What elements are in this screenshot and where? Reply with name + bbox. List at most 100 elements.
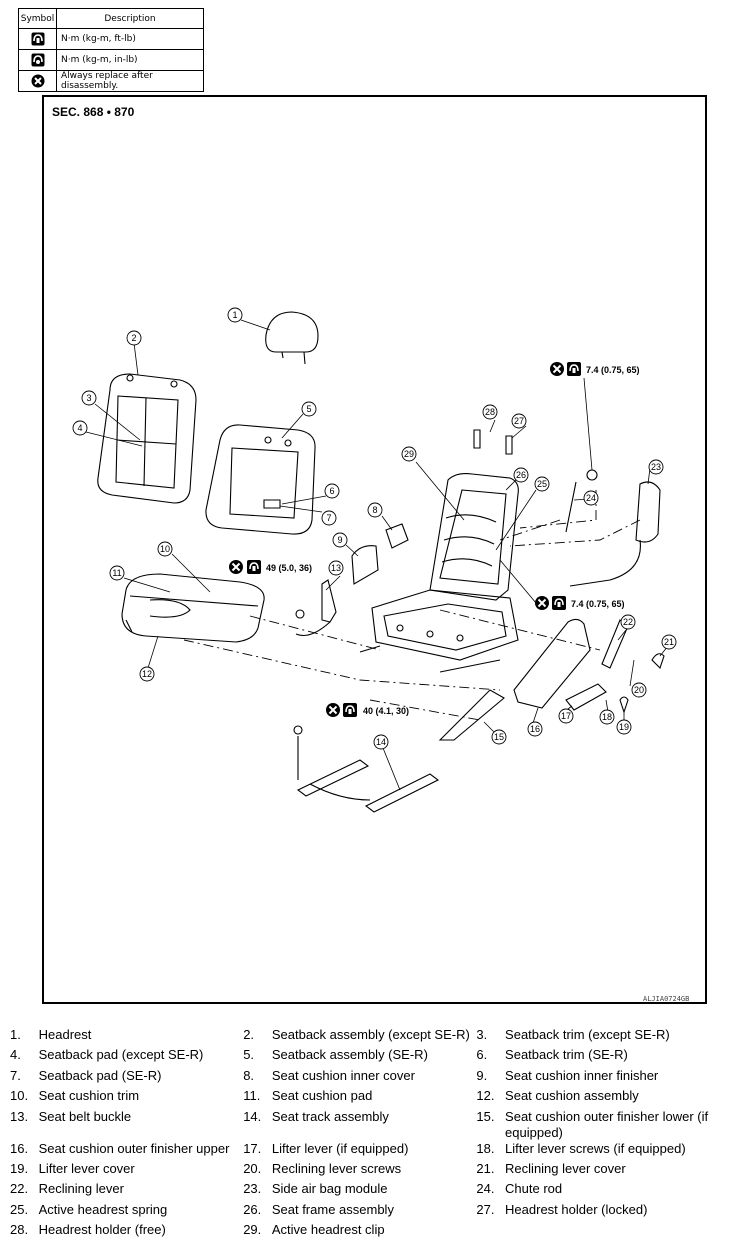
part-number: 19.: [10, 1160, 29, 1176]
part-name: Active headrest spring: [38, 1201, 168, 1217]
callout-number: 28: [485, 407, 495, 417]
part-name: Seat cushion inner cover: [271, 1067, 415, 1083]
part-name: Active headrest clip: [271, 1222, 385, 1238]
callout-3: 3: [81, 390, 97, 406]
part-number: 3.: [476, 1027, 488, 1042]
part-number: 24.: [476, 1181, 495, 1197]
part-number: 11.: [243, 1088, 261, 1104]
legend-desc-replace: Always replace after disassembly.: [56, 70, 204, 92]
part-name: Seatback assembly (except SE-R): [271, 1027, 470, 1042]
callout-number: 24: [586, 493, 596, 503]
callout-number: 27: [514, 416, 524, 426]
callout-number: 6: [329, 486, 334, 496]
callout-24: 24: [583, 490, 599, 506]
callout-number: 12: [142, 669, 152, 679]
side-airbag-shape: [635, 481, 661, 543]
part-name: Seat cushion outer finisher lower (if eq…: [505, 1108, 709, 1140]
part-number: 5.: [243, 1047, 255, 1063]
seat-cushion-shape: [121, 573, 265, 643]
parts-row: 28.Headrest holder (free)29.Active headr…: [10, 1222, 725, 1242]
callout-22: 22: [620, 614, 636, 630]
part-number: 6.: [476, 1047, 488, 1063]
part-name: Reclining lever: [38, 1181, 124, 1197]
part-number: 27.: [476, 1201, 495, 1217]
callout-15: 15: [491, 729, 507, 745]
outer-finisher-upper-shape: [513, 618, 591, 709]
callout-number: 15: [494, 732, 504, 742]
callout-18: 18: [599, 709, 615, 725]
callout-1: 1: [227, 307, 243, 323]
callout-number: 3: [86, 393, 91, 403]
torque-marker-1: 7.4 (0.75, 65): [549, 361, 640, 377]
callout-number: 1: [232, 310, 237, 320]
callout-11: 11: [109, 565, 125, 581]
part-name: Seatback pad (except SE-R): [38, 1047, 204, 1063]
part-number: 25.: [10, 1201, 29, 1217]
part-number: 4.: [10, 1047, 21, 1063]
part-name: Seat cushion inner finisher: [505, 1067, 659, 1083]
part-name: Seat belt buckle: [38, 1108, 132, 1124]
part-number: 10.: [10, 1088, 29, 1104]
headrest-shape: [265, 311, 319, 353]
part-number: 2.: [243, 1027, 255, 1042]
callout-number: 5: [306, 404, 311, 414]
illustration-code: ALJIA0724GB: [643, 995, 690, 1003]
callout-10: 10: [157, 541, 173, 557]
seat-track-shape: [296, 759, 370, 797]
seatback-shape: [97, 373, 197, 504]
part-number: 8.: [243, 1067, 255, 1083]
part-number: 7.: [10, 1067, 21, 1083]
callout-number: 8: [372, 505, 377, 515]
torque-spec-2: 49 (5.0, 36): [266, 563, 312, 573]
torque-marker-4: 40 (4.1, 30): [325, 702, 409, 718]
part-name: Reclining lever screws: [271, 1160, 402, 1176]
callout-4: 4: [72, 420, 88, 436]
legend-desc-ft-lb: N·m (kg-m, ft-lb): [56, 28, 204, 50]
callout-23: 23: [648, 459, 664, 475]
callout-28: 28: [482, 404, 498, 420]
part-name: Seat cushion assembly: [505, 1088, 639, 1104]
part-number: 15.: [476, 1108, 495, 1124]
torque-spec-4: 40 (4.1, 30): [363, 706, 409, 716]
part-name: Lifter lever (if equipped): [271, 1140, 409, 1156]
part-name: Reclining lever cover: [505, 1160, 626, 1176]
torque-spec-3: 7.4 (0.75, 65): [571, 599, 625, 609]
part-name: Side air bag module: [271, 1181, 388, 1197]
callout-number: 13: [331, 563, 341, 573]
part-name: Seatback pad (SE-R): [38, 1067, 162, 1083]
part-name: Seat cushion outer finisher upper: [38, 1140, 230, 1156]
callout-number: 23: [651, 462, 661, 472]
exploded-seat-diagram: 7.4 (0.75, 65) 49 (5.0, 36) 7.4 (0.75, 6…: [72, 307, 677, 813]
callout-number: 4: [77, 423, 82, 433]
part-name: Seatback trim (except SE-R): [505, 1027, 670, 1042]
callout-number: 29: [404, 449, 414, 459]
section-number: SEC. 868 • 870: [52, 105, 135, 119]
part-number: 14.: [243, 1108, 262, 1124]
always-replace-icon: [31, 74, 44, 88]
part-name: Headrest holder (locked): [505, 1201, 648, 1217]
callout-number: 11: [112, 568, 121, 578]
part-name: Seatback assembly (SE-R): [271, 1047, 428, 1063]
callout-7: 7: [321, 510, 337, 526]
callout-20: 20: [631, 682, 647, 698]
callout-number: 16: [530, 724, 540, 734]
callout-number: 17: [561, 711, 571, 721]
part-name: Seat cushion trim: [38, 1088, 140, 1104]
legend-desc-in-lb: N·m (kg-m, in-lb): [56, 49, 204, 71]
callout-number: 2: [131, 333, 136, 343]
parts-row: 4. Seatback pad (except SE-R) 5. Seatback a…: [10, 1047, 725, 1067]
callout-number: 20: [634, 685, 644, 695]
part-number: 1.: [10, 1027, 21, 1042]
callout-number: 26: [516, 470, 526, 480]
part-name: Lifter lever cover: [38, 1160, 135, 1176]
torque-spec-1: 7.4 (0.75, 65): [586, 365, 640, 375]
callout-27: 27: [511, 413, 527, 429]
callout-number: 22: [623, 617, 633, 627]
part-name: Lifter lever screws (if equipped): [505, 1140, 686, 1156]
callout-16: 16: [527, 721, 543, 737]
